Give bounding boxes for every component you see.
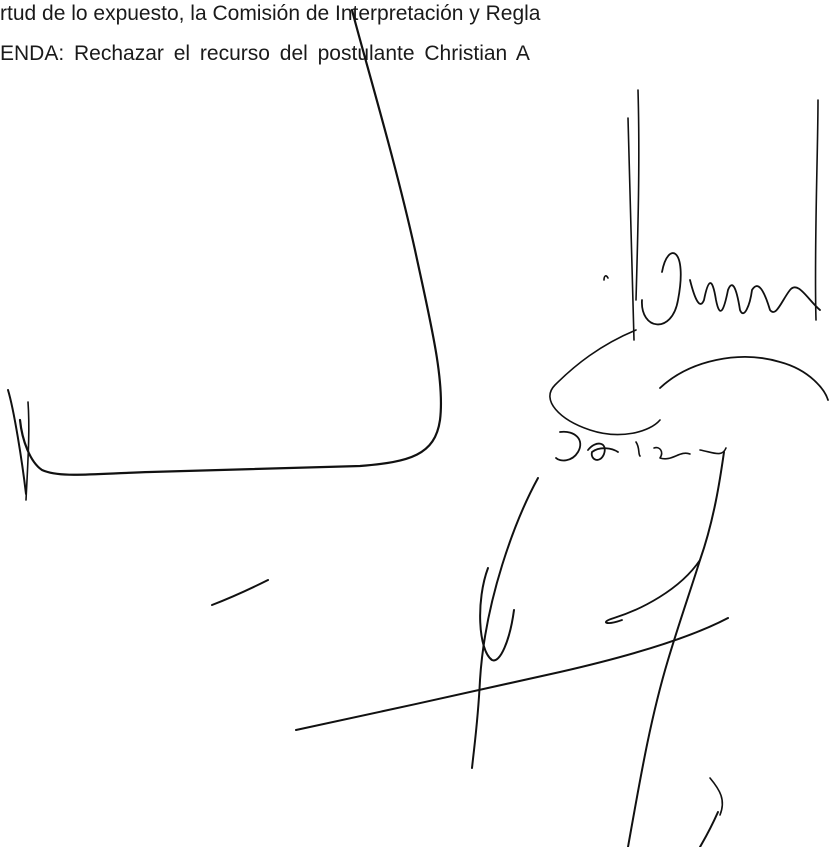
- body-text-line-2: ENDA: Rechazar el recurso del postulante…: [0, 42, 530, 65]
- signature-left-icon: [7, 8, 443, 606]
- body-text-line-1: rtud de lo expuesto, la Comisión de Inte…: [0, 2, 541, 25]
- signature-bottom-icon: [295, 451, 729, 847]
- signature-right-top-icon: [549, 89, 829, 436]
- signature-center-icon: [555, 430, 727, 462]
